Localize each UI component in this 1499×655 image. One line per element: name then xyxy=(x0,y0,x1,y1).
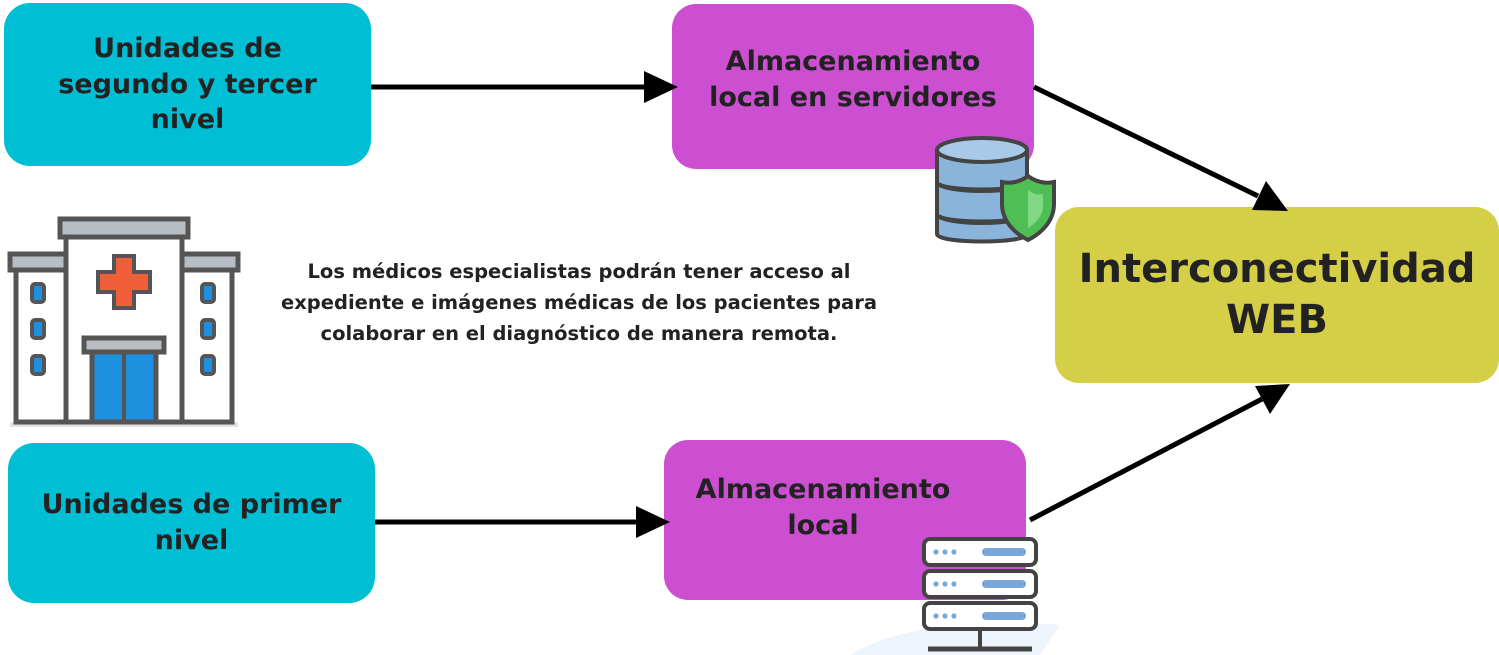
server-rack-icon xyxy=(922,537,1038,652)
arrow-local-to-web xyxy=(1028,384,1290,523)
interconectividad-web-label: Interconectividad WEB xyxy=(1078,245,1476,343)
interconectividad-web-box: Interconectividad WEB xyxy=(1055,207,1499,383)
description-text: Los médicos especialistas podrán tener a… xyxy=(281,260,877,346)
unidades-primer-nivel-box: Unidades de primer nivel xyxy=(8,443,375,603)
hospital-icon xyxy=(7,216,241,427)
unidades-primer-nivel-label: Unidades de primer nivel xyxy=(41,489,342,556)
database-shield-icon xyxy=(935,136,1056,244)
unidades-segundo-tercer-nivel-box: Unidades de segundo y tercer nivel xyxy=(4,3,371,166)
arrow-primer-to-almacenamiento xyxy=(375,506,670,538)
arrow-servidores-to-web xyxy=(1032,84,1288,211)
almacenamiento-servidores-label: Almacenamiento local en servidores xyxy=(709,45,997,113)
unidades-segundo-tercer-nivel-label: Unidades de segundo y tercer nivel xyxy=(58,33,317,136)
arrow-segundo-to-almacenamiento xyxy=(371,71,678,103)
almacenamiento-local-label: Almacenamiento local xyxy=(695,474,951,541)
